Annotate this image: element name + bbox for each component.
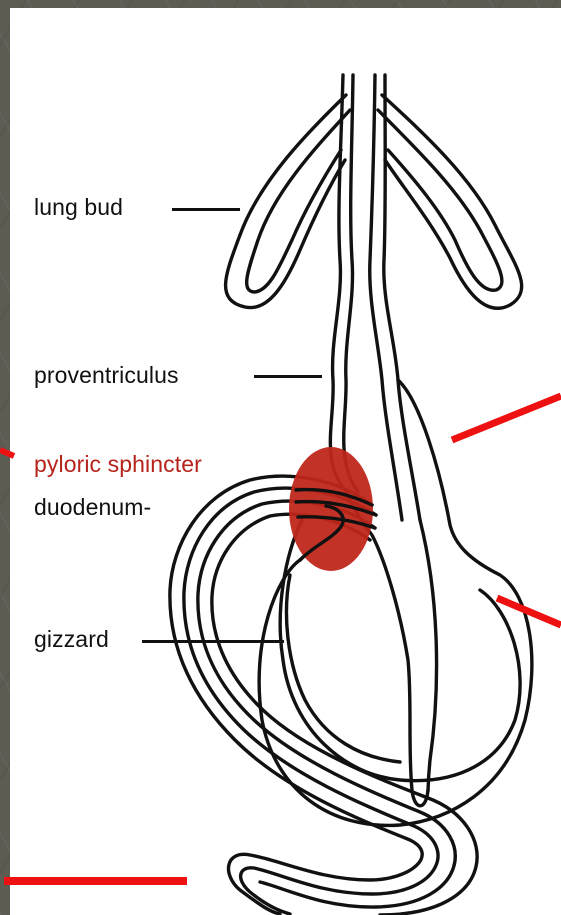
- label-duodenum: duodenum-: [34, 494, 151, 521]
- leader-proventriculus: [254, 375, 322, 378]
- leader-gizzard: [142, 640, 284, 643]
- lung-bud-left: [226, 95, 346, 308]
- label-pyloric-sphincter: pyloric sphincter: [34, 451, 202, 478]
- label-proventriculus: proventriculus: [34, 362, 179, 389]
- gizzard-inner: [286, 575, 400, 762]
- pointer-bar-left-edge: [0, 450, 14, 456]
- pointer-bar-proventriculus: [452, 396, 561, 440]
- esophagus-tube-outer-right: [384, 75, 420, 520]
- lung-bud-left-inner: [247, 110, 350, 292]
- label-gizzard: gizzard: [34, 626, 109, 653]
- lung-bud-right-inner: [378, 110, 502, 290]
- pointer-bar-bottom: [4, 877, 187, 885]
- proventriculus-wall-right: [420, 520, 437, 791]
- esophagus-tube-inner-left: [344, 75, 358, 492]
- leader-lung-bud: [172, 208, 240, 211]
- label-lung-bud: lung bud: [34, 194, 123, 221]
